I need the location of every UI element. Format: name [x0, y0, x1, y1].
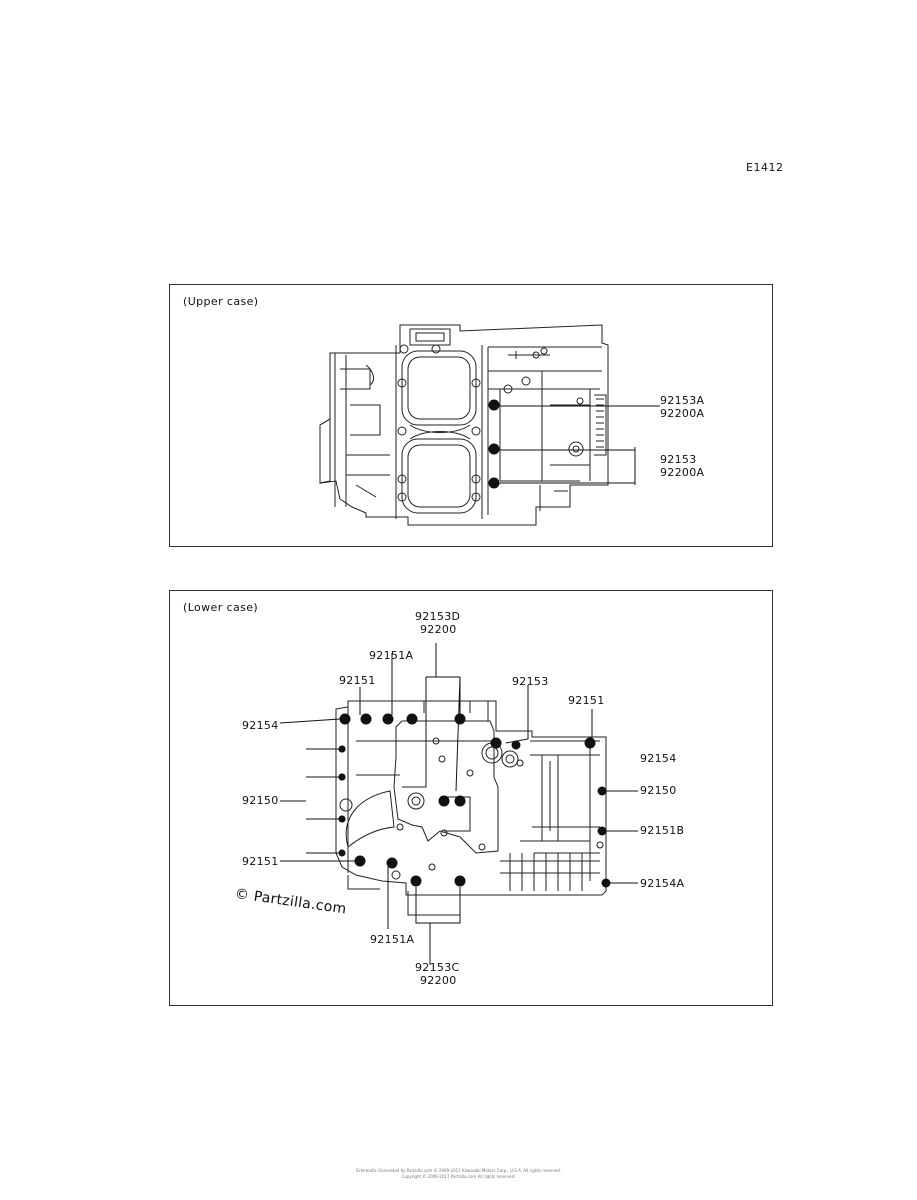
label-92153: 92153 — [660, 453, 697, 466]
label-92151-right: 92151 — [568, 694, 605, 707]
label-92200-top: 92200 — [420, 623, 457, 636]
label-92151B: 92151B — [640, 824, 685, 837]
label-92151-left: 92151 — [242, 855, 279, 868]
label-92151A-bottom: 92151A — [370, 933, 415, 946]
lower-case-drawing — [279, 643, 638, 965]
figure-code: E1412 — [746, 161, 784, 174]
label-92151A-top: 92151A — [369, 649, 414, 662]
label-92200A-2: 92200A — [660, 466, 705, 479]
label-92153C: 92153C — [415, 961, 460, 974]
upper-case-panel: (Upper case) — [169, 284, 773, 547]
lower-case-panel: (Lower case) — [169, 590, 773, 1006]
label-92200-bottom: 92200 — [420, 974, 457, 987]
label-92200A: 92200A — [660, 407, 705, 420]
label-92154A: 92154A — [640, 877, 685, 890]
label-92151-top: 92151 — [339, 674, 376, 687]
upper-case-drawing — [319, 324, 660, 526]
label-92153A: 92153A — [660, 394, 705, 407]
footer-line-2: Copyright © 2009-2017 Partzilla.com All … — [401, 1174, 516, 1179]
label-92150-left: 92150 — [242, 794, 279, 807]
footer-line-1: Schematic Generated by Partzilla.com © 2… — [355, 1168, 562, 1173]
footer: Schematic Generated by Partzilla.com © 2… — [0, 1168, 917, 1180]
lower-case-title: (Lower case) — [183, 601, 259, 614]
label-92154-left: 92154 — [242, 719, 279, 732]
label-92154-right: 92154 — [640, 752, 677, 765]
label-92153: 92153 — [512, 675, 549, 688]
label-92150-right: 92150 — [640, 784, 677, 797]
label-92153D: 92153D — [415, 610, 461, 623]
upper-case-title: (Upper case) — [183, 295, 259, 308]
